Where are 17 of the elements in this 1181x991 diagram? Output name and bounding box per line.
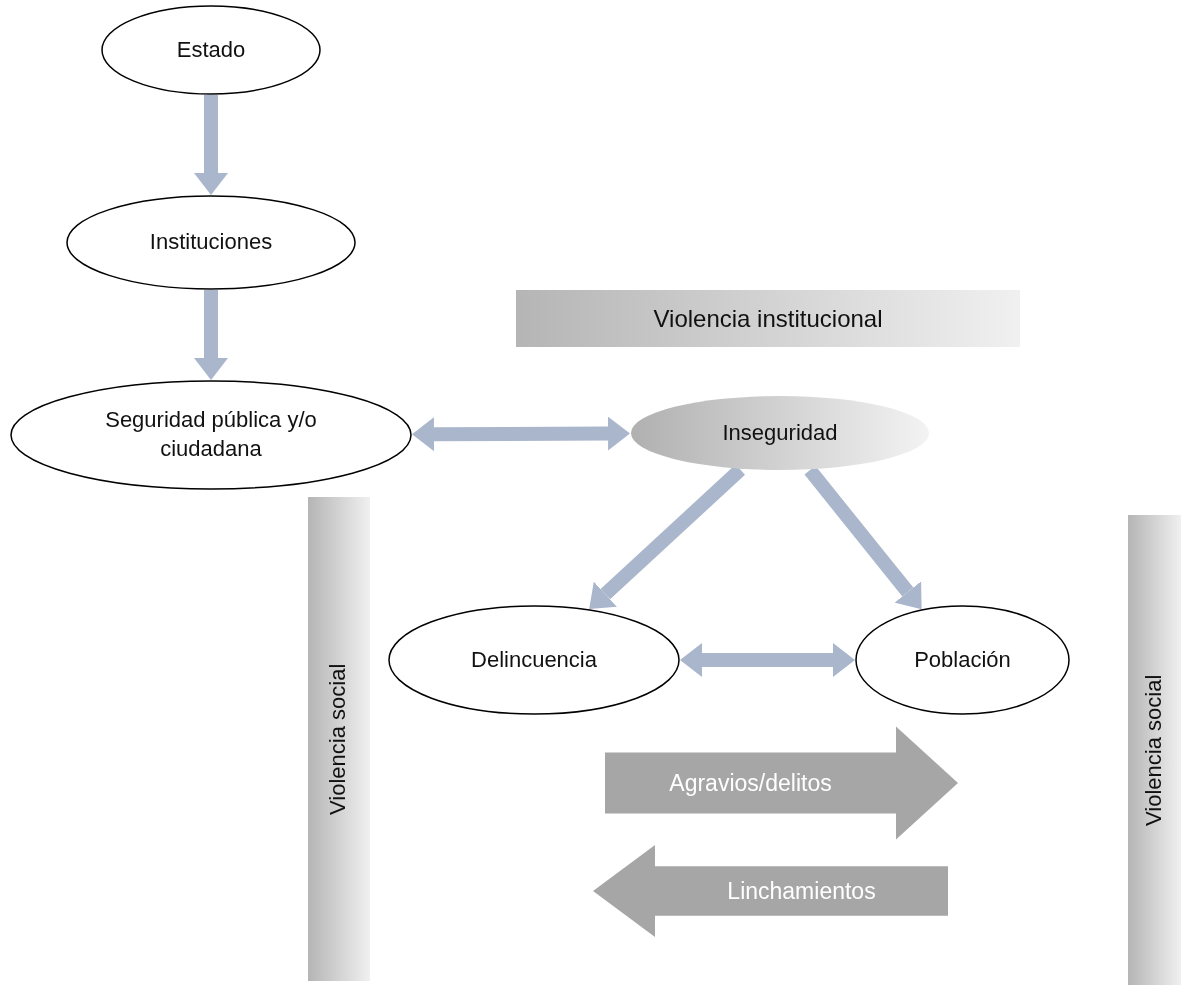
node-label: Población xyxy=(914,645,1011,674)
node-label: Seguridad pública y/o ciudadana xyxy=(104,406,318,463)
node-label: Violencia social xyxy=(1140,674,1168,826)
arrow xyxy=(194,290,228,380)
block-arrow xyxy=(605,726,958,840)
block-arrow xyxy=(593,845,948,937)
node-label: Violencia institucional xyxy=(653,303,883,334)
arrow xyxy=(194,95,228,195)
arrow xyxy=(412,416,630,452)
node-label: Violencia social xyxy=(324,663,352,815)
arrow xyxy=(680,643,855,677)
node-label: Delincuencia xyxy=(471,645,597,674)
node-label: Estado xyxy=(176,35,246,64)
edge-label: Linchamientos xyxy=(727,877,876,905)
node-label: Instituciones xyxy=(149,228,273,257)
node-label: Inseguridad xyxy=(722,418,838,447)
edge-label: Agravios/delitos xyxy=(669,769,832,797)
